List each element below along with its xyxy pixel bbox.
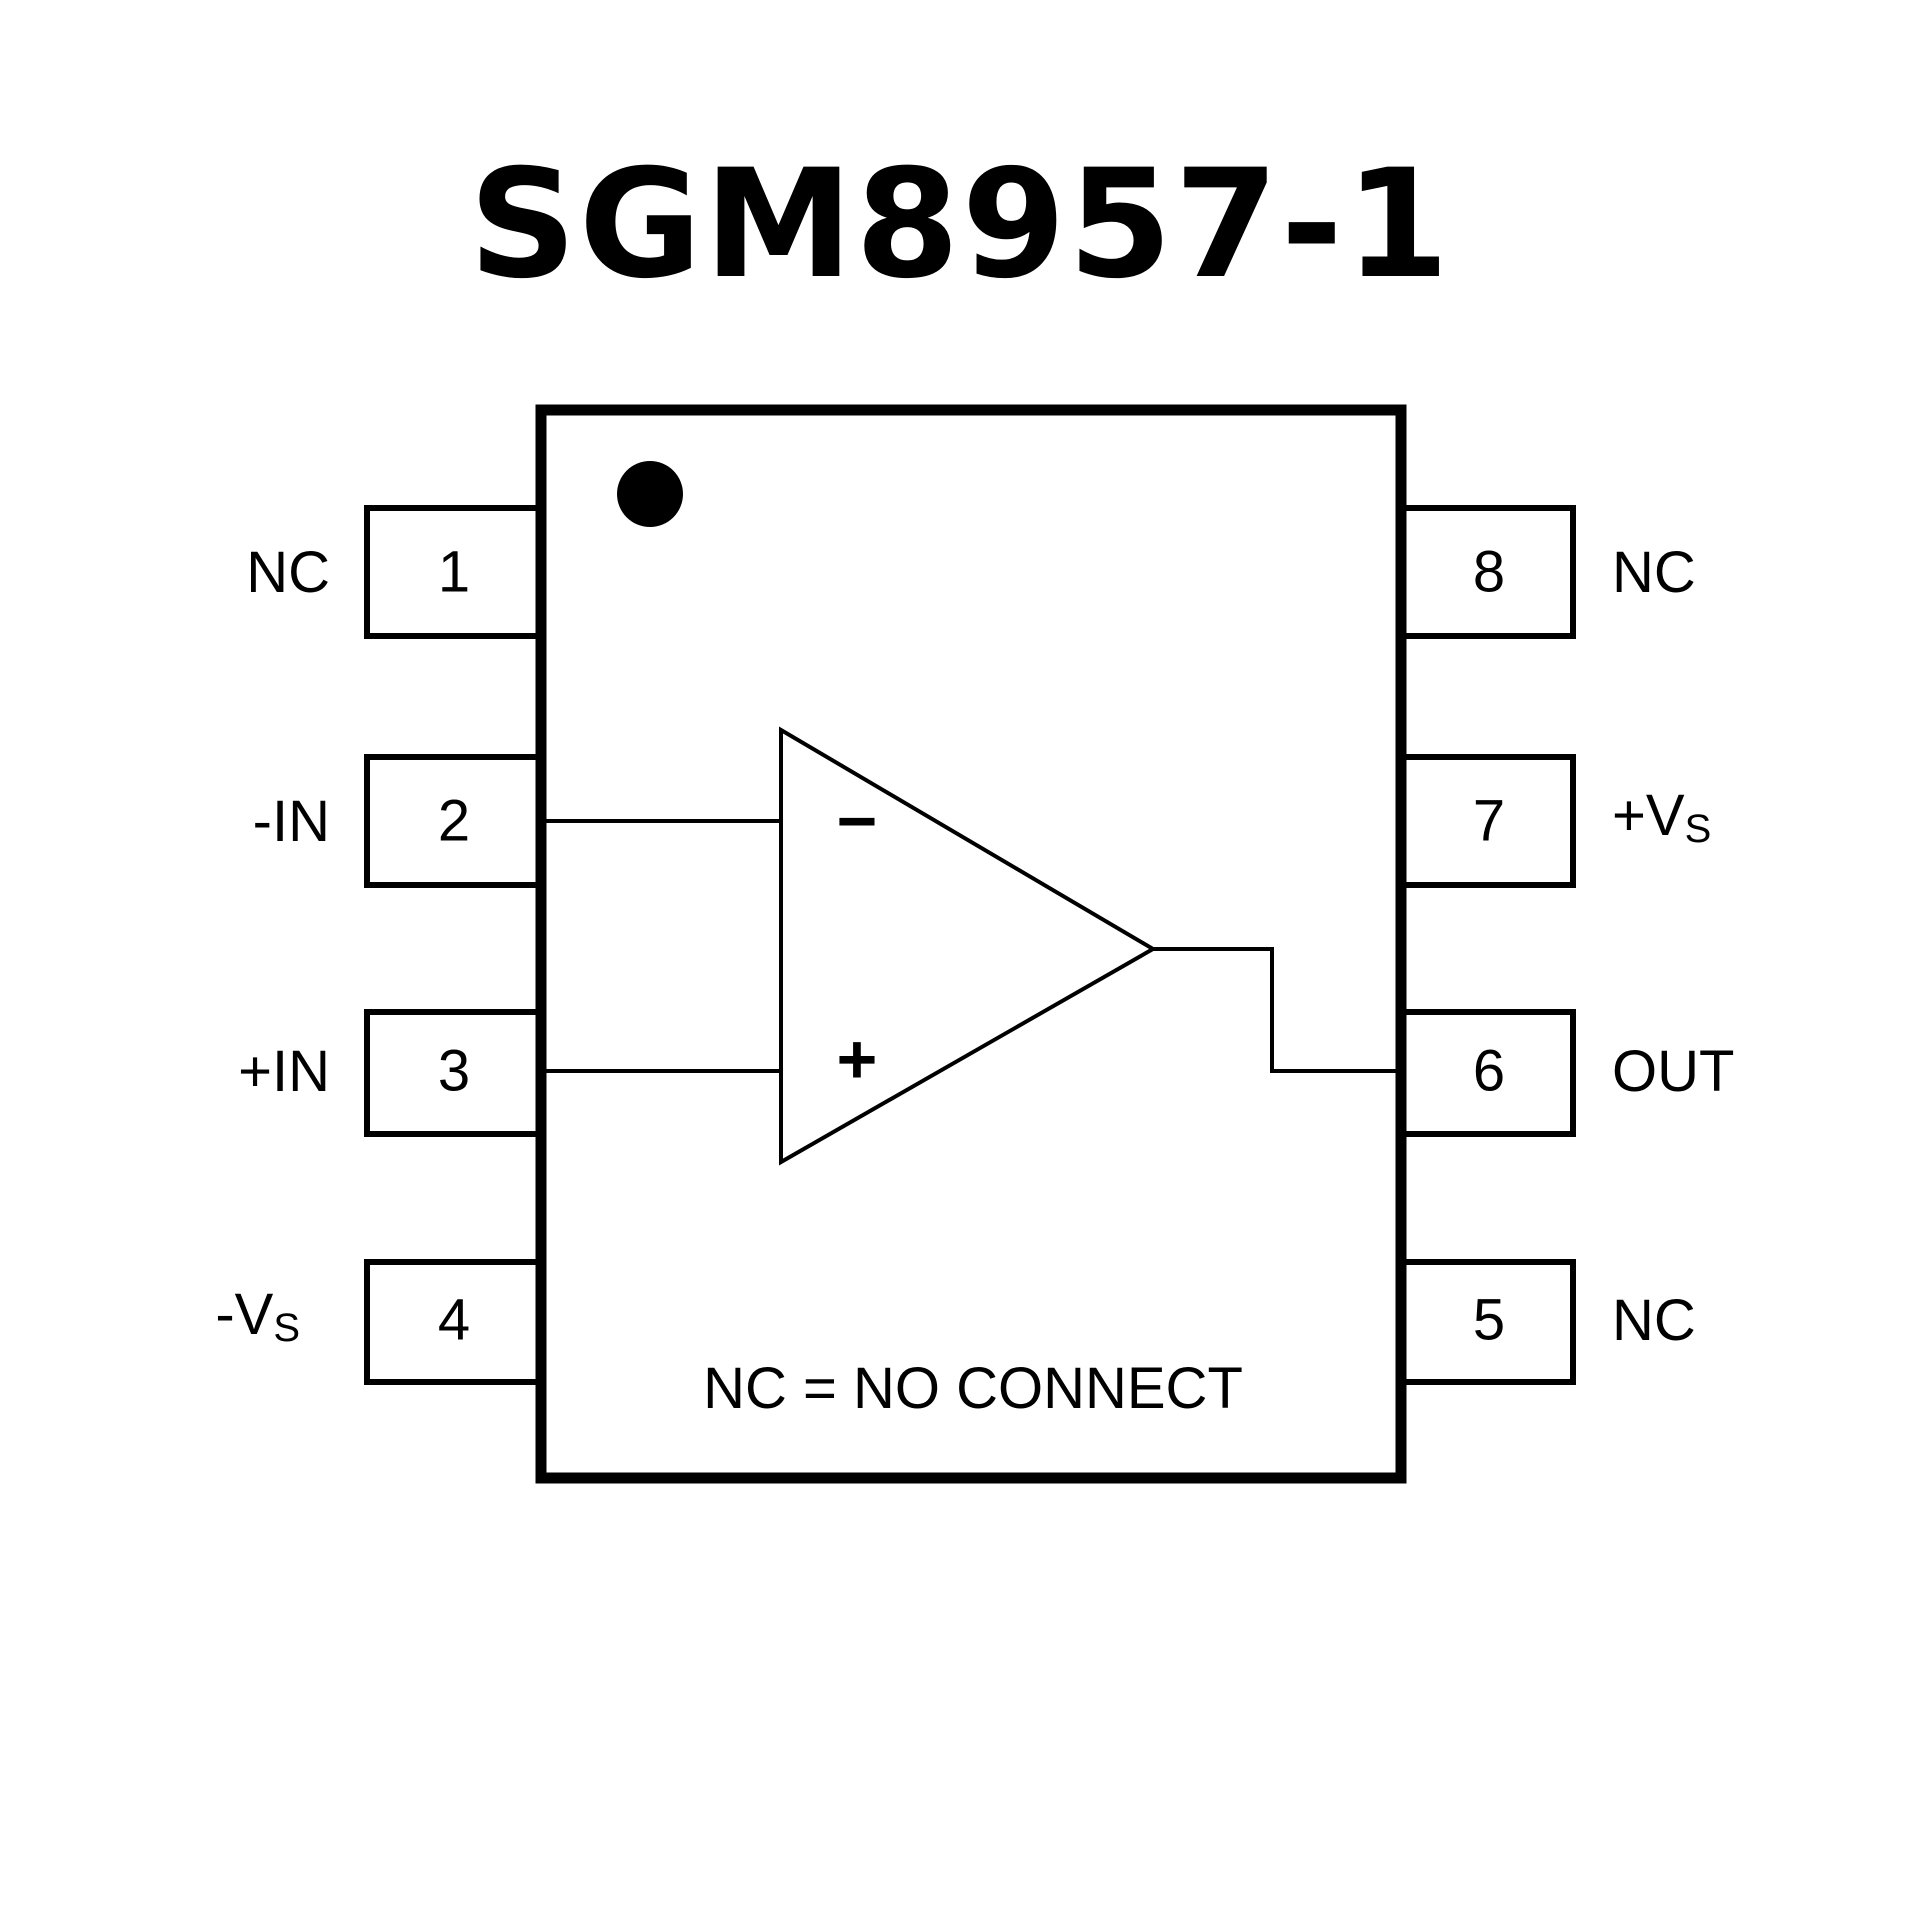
package-body <box>535 404 1407 1484</box>
pin-number: 8 <box>1473 540 1505 605</box>
pin-label: -IN <box>253 789 330 854</box>
pin-6: 6 OUT <box>1398 1009 1734 1137</box>
pin-label: +VS <box>1612 783 1711 852</box>
chip-title: SGM8957-1 <box>468 138 1452 312</box>
wire-output <box>1153 947 1396 1073</box>
pin-label: NC <box>1612 540 1696 605</box>
pin-box <box>1398 1009 1576 1137</box>
pin-4: 4 -VS <box>215 1259 544 1385</box>
pin-7: 7 +VS <box>1398 754 1711 888</box>
noninverting-input-sign: + <box>837 1020 878 1098</box>
pin-number: 1 <box>438 540 470 605</box>
pin-label: NC <box>1612 1288 1696 1353</box>
opamp-triangle-symbol <box>779 726 1157 1166</box>
pin-5: 5 NC <box>1398 1259 1696 1385</box>
pin1-marker-dot <box>617 461 683 527</box>
pin-box <box>364 1259 544 1385</box>
pin-box <box>1398 1259 1576 1385</box>
pin-2: 2 -IN <box>253 754 544 888</box>
inverting-input-sign: − <box>837 782 878 860</box>
pin-label: +IN <box>238 1039 330 1104</box>
pin-1: 1 NC <box>246 505 544 639</box>
pin-number: 7 <box>1473 789 1505 854</box>
pin-box <box>364 1009 544 1137</box>
pin-box <box>1398 754 1576 888</box>
pin-label: -VS <box>215 1282 300 1351</box>
pin-box <box>364 505 544 639</box>
pin-number: 6 <box>1473 1039 1505 1104</box>
no-connect-note: NC = NO CONNECT <box>703 1356 1243 1421</box>
pin-number: 5 <box>1473 1288 1505 1353</box>
pin-3: 3 +IN <box>238 1009 544 1137</box>
pin-box <box>364 754 544 888</box>
pin-label: NC <box>246 540 330 605</box>
pin-number: 4 <box>438 1288 470 1353</box>
pin-number: 2 <box>438 789 470 854</box>
pin-number: 3 <box>438 1039 470 1104</box>
pin-8: 8 NC <box>1398 505 1696 639</box>
pin-label: OUT <box>1612 1039 1734 1104</box>
pin-box <box>1398 505 1576 639</box>
